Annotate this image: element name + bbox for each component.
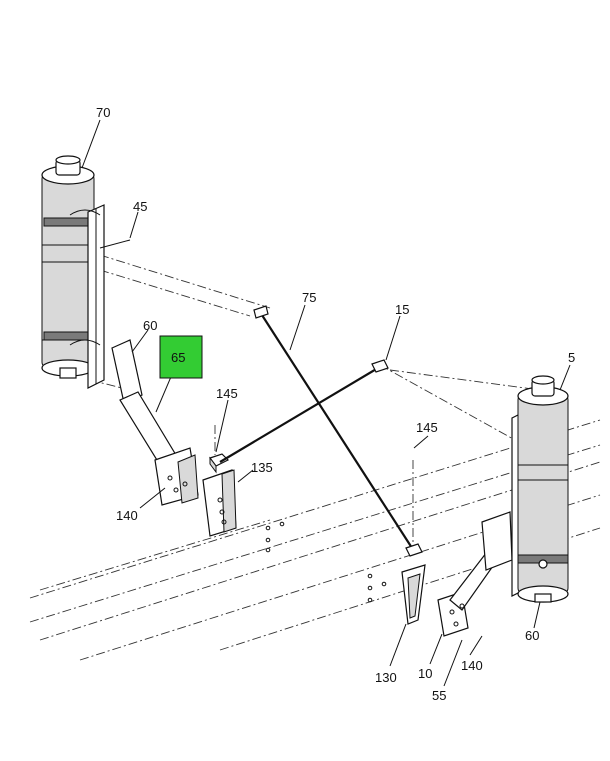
- left-tank-70: [41, 155, 95, 379]
- right-frame-bracket-130: [367, 564, 426, 625]
- callout-5[interactable]: 5: [568, 350, 575, 365]
- callout-135[interactable]: 135: [251, 460, 273, 475]
- callout-60-top[interactable]: 60: [143, 318, 157, 333]
- right-bracket-10: [437, 511, 513, 637]
- left-mount-plate-45: [69, 204, 105, 389]
- callout-15[interactable]: 15: [395, 302, 409, 317]
- callout-60-bottom[interactable]: 60: [525, 628, 539, 643]
- callout-70[interactable]: 70: [96, 105, 110, 120]
- spacer-145-right: [405, 543, 423, 557]
- callout-140-right[interactable]: 140: [461, 658, 483, 673]
- callout-145-left[interactable]: 145: [216, 386, 238, 401]
- right-tank-5: [511, 375, 569, 603]
- strut-75: [253, 305, 413, 549]
- callout-140-left[interactable]: 140: [116, 508, 138, 523]
- callout-labels: 70 45 60 65 75 15 5 145 135 140 145 60 1…: [96, 105, 575, 703]
- spacer-145-left: [209, 453, 230, 474]
- leader-lines: [81, 119, 571, 687]
- strut-15: [219, 359, 389, 463]
- highlight-box-65[interactable]: [159, 335, 203, 379]
- callout-75[interactable]: 75: [302, 290, 316, 305]
- callout-45[interactable]: 45: [133, 199, 147, 214]
- callout-55[interactable]: 55: [432, 688, 446, 703]
- callout-10[interactable]: 10: [418, 666, 432, 681]
- callout-130[interactable]: 130: [375, 670, 397, 685]
- left-frame-bracket-135: [202, 469, 285, 553]
- left-bracket-60: [111, 339, 199, 506]
- callout-145-right[interactable]: 145: [416, 420, 438, 435]
- callout-65[interactable]: 65: [171, 350, 185, 365]
